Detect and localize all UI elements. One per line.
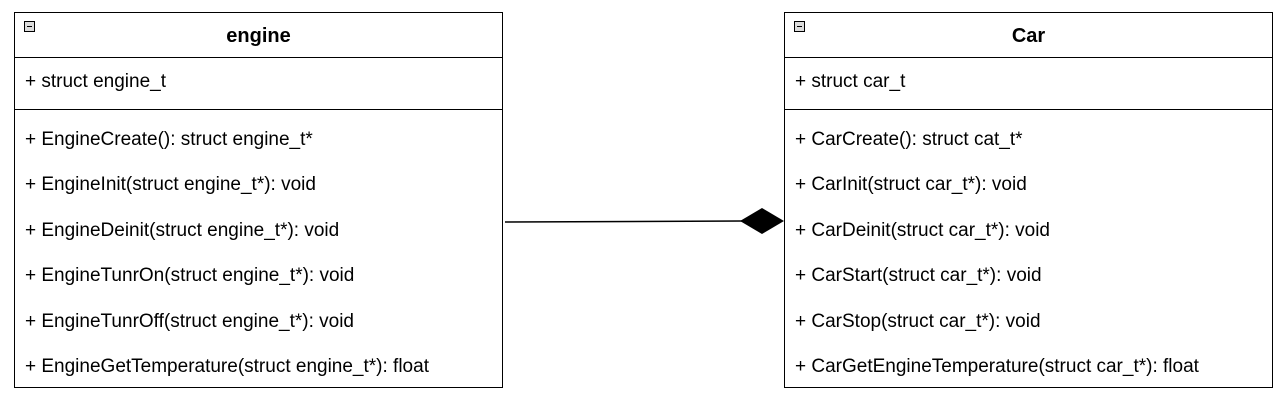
method: + EngineInit(struct engine_t*): void [25, 174, 316, 196]
method: + CarInit(struct car_t*): void [795, 174, 1027, 196]
class-engine[interactable]: engine + struct engine_t + EngineCreate(… [14, 12, 503, 388]
method: + CarStop(struct car_t*): void [795, 310, 1041, 332]
class-name: engine [226, 25, 291, 47]
attribute: + struct engine_t [25, 71, 167, 92]
collapse-icon[interactable] [794, 21, 805, 32]
class-name: Car [1011, 25, 1046, 47]
association-line[interactable] [504, 220, 743, 223]
method: + EngineTunrOff(struct engine_t*): void [25, 310, 354, 332]
method: + EngineGetTemperature(struct engine_t*)… [25, 355, 429, 377]
method: + EngineTunrOn(struct engine_t*): void [25, 265, 355, 287]
methods-section: + CarCreate(): struct cat_t* + CarInit(s… [785, 110, 1272, 389]
attributes-section: + struct engine_t [15, 58, 502, 110]
method: + EngineCreate(): struct engine_t* [25, 129, 313, 150]
class-car[interactable]: Car + struct car_t + CarCreate(): struct… [784, 12, 1273, 388]
class-header: Car [785, 13, 1272, 58]
attribute: + struct car_t [795, 71, 906, 92]
method: + CarGetEngineTemperature(struct car_t*)… [795, 355, 1199, 377]
method: + CarDeinit(struct car_t*): void [795, 219, 1050, 241]
method: + CarCreate(): struct cat_t* [795, 129, 1023, 150]
method: + EngineDeinit(struct engine_t*): void [25, 219, 340, 241]
attributes-section: + struct car_t [785, 58, 1272, 110]
collapse-icon[interactable] [24, 21, 35, 32]
methods-section: + EngineCreate(): struct engine_t* + Eng… [15, 110, 502, 389]
class-header: engine [15, 13, 502, 58]
composition-diamond-icon [740, 208, 784, 234]
method: + CarStart(struct car_t*): void [795, 265, 1042, 287]
